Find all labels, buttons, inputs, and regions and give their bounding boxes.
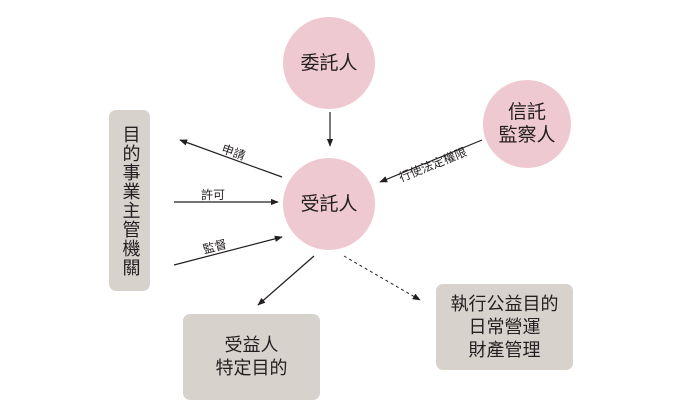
management-box: 執行公益目的 日常營運 財產管理 [436, 284, 573, 370]
trustee-label: 受託人 [300, 192, 358, 215]
arrow-authority-supervise-trustee [173, 235, 283, 266]
beneficiary-label: 受益人 特定目的 [215, 335, 288, 379]
arrow-supervisor-to-trustee [379, 139, 483, 183]
arrow-trustee-to-beneficiary [257, 255, 315, 306]
management-label: 執行公益目的 日常營運 財產管理 [450, 293, 559, 361]
edge-label-permit: 許可 [201, 188, 226, 202]
arrow-trustee-to-authority [179, 139, 283, 178]
beneficiary-box: 受益人 特定目的 [183, 314, 320, 400]
settlor-node: 委託人 [283, 17, 375, 109]
trustee-node: 受託人 [283, 158, 375, 250]
supervisor-label: 信託 監察人 [498, 101, 556, 146]
arrow-trustee-to-management [343, 255, 421, 301]
authority-box: 目的事業主管機關 [109, 110, 150, 291]
supervisor-node: 信託 監察人 [483, 80, 571, 168]
authority-label: 目的事業主管機關 [119, 124, 141, 277]
settlor-label: 委託人 [300, 51, 358, 74]
